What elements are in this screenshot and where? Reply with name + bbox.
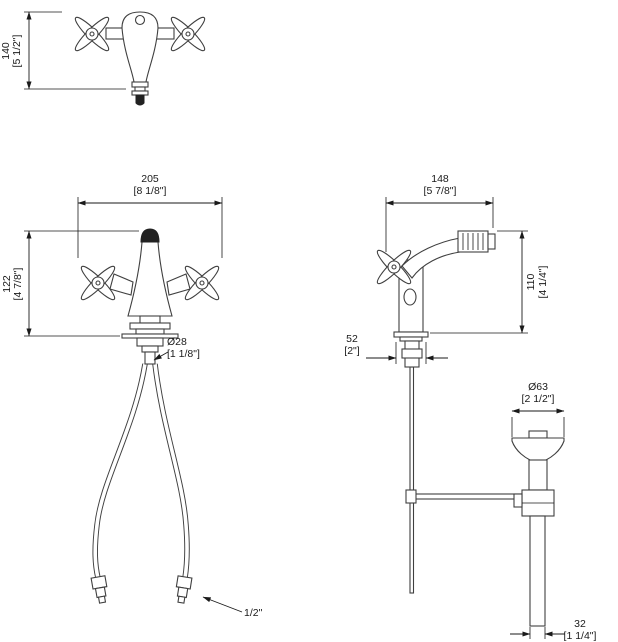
dim-205-in: [8 1/8"] — [134, 185, 167, 197]
dim-122-in: [4 7/8"] — [12, 267, 24, 300]
dim-width-148: 148 [5 7/8"] — [385, 173, 494, 252]
spout-tip — [135, 94, 145, 106]
dim-width-205: 205 [8 1/8"] — [77, 173, 223, 258]
dim-width-32: 32 [1 1/4"] — [510, 618, 597, 642]
drain-flange — [511, 437, 565, 461]
aerator-dome — [140, 228, 160, 243]
aerator-cylinder — [457, 230, 496, 253]
dim-hose-half-inch: 1/2" — [202, 596, 263, 619]
dim-140-in: [5 1/2"] — [11, 34, 23, 67]
popup-lift-rod — [409, 366, 415, 594]
supply-hoses — [90, 363, 193, 604]
dim-63-in: [2 1/2"] — [522, 393, 555, 405]
rod-clevis — [405, 489, 417, 504]
mounting-base — [121, 315, 179, 365]
dim-height-140: 140 [5 1/2"] — [0, 11, 126, 90]
dim-110-in: [4 1/4"] — [537, 265, 549, 298]
bidet-base — [393, 331, 429, 368]
view-deck-mixer — [77, 228, 223, 604]
dim-dia-63: Ø63 [2 1/2"] — [511, 381, 565, 437]
dim-32-in: [1 1/4"] — [564, 630, 597, 642]
dim-140-mm: 140 — [0, 42, 12, 60]
dim-205-mm: 205 — [141, 173, 159, 185]
dim-148-in: [5 7/8"] — [424, 185, 457, 197]
dim-hose-label: 1/2" — [244, 607, 263, 619]
hose-fitting-left — [90, 575, 108, 604]
dim-148-mm: 148 — [431, 173, 449, 185]
view-bidet-side — [373, 230, 565, 627]
pivot-arm — [412, 493, 526, 500]
hose-fitting-right — [175, 575, 193, 604]
dim-63-mm: Ø63 — [528, 381, 548, 393]
popup-drain-assembly — [511, 430, 565, 627]
dim-110-mm: 110 — [525, 273, 537, 290]
tailpiece — [529, 515, 546, 627]
dim-dia-28: Ø28 [1 1/8"] — [153, 336, 200, 361]
view-front-mixer — [71, 11, 209, 106]
drain-plug — [528, 430, 548, 439]
dim-28-mm: Ø28 — [167, 336, 187, 348]
dim-28-in: [1 1/8"] — [167, 348, 200, 360]
dim-52-mm: 52 — [346, 333, 358, 345]
popup-knob — [403, 288, 417, 306]
dim-52-in: [2"] — [344, 345, 359, 357]
dim-width-52: 52 [2"] — [344, 333, 448, 364]
dim-height-110: 110 [4 1/4"] — [430, 230, 549, 334]
dim-32-mm: 32 — [574, 618, 586, 630]
dim-122-mm: 122 — [1, 275, 13, 293]
dim-height-122: 122 [4 7/8"] — [1, 230, 139, 337]
